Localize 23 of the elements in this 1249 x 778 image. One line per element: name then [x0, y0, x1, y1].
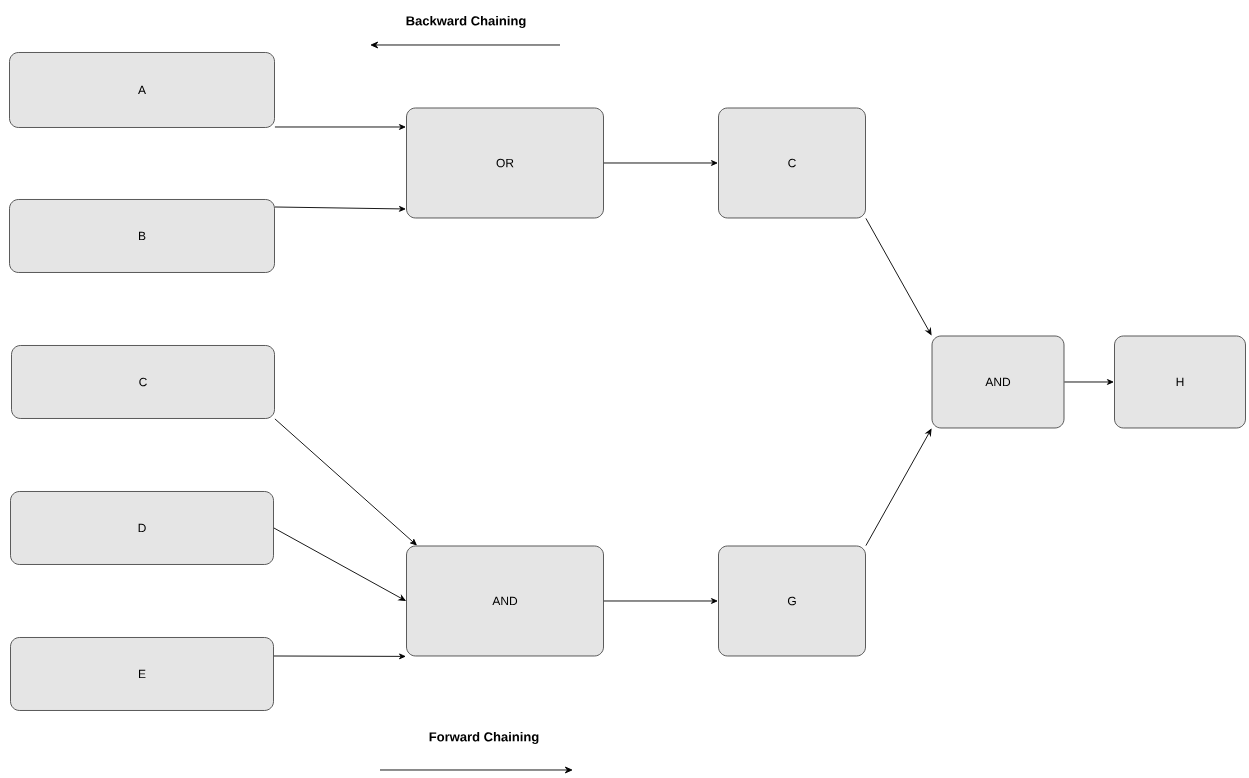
arrow — [273, 527, 406, 601]
arrow — [274, 418, 417, 546]
process-box: G — [718, 545, 866, 657]
process-box: A — [9, 52, 275, 128]
process-box: D — [10, 491, 274, 565]
arrow — [273, 653, 406, 660]
direction-label: Forward Chaining — [429, 731, 539, 745]
arrow — [603, 160, 718, 166]
process-box: OR — [406, 107, 604, 219]
arrow — [1063, 379, 1114, 385]
process-box: B — [9, 199, 275, 273]
process-box: E — [10, 637, 274, 711]
process-box: C — [11, 345, 275, 419]
arrow — [274, 124, 406, 130]
process-box: AND — [406, 545, 604, 657]
arrow — [865, 217, 932, 336]
arrow — [274, 206, 406, 212]
process-box: AND — [931, 335, 1065, 429]
process-box: H — [1114, 335, 1246, 429]
process-box: C — [718, 107, 866, 219]
arrow — [603, 598, 718, 604]
arrow — [865, 428, 932, 547]
direction-label: Backward Chaining — [406, 15, 526, 29]
